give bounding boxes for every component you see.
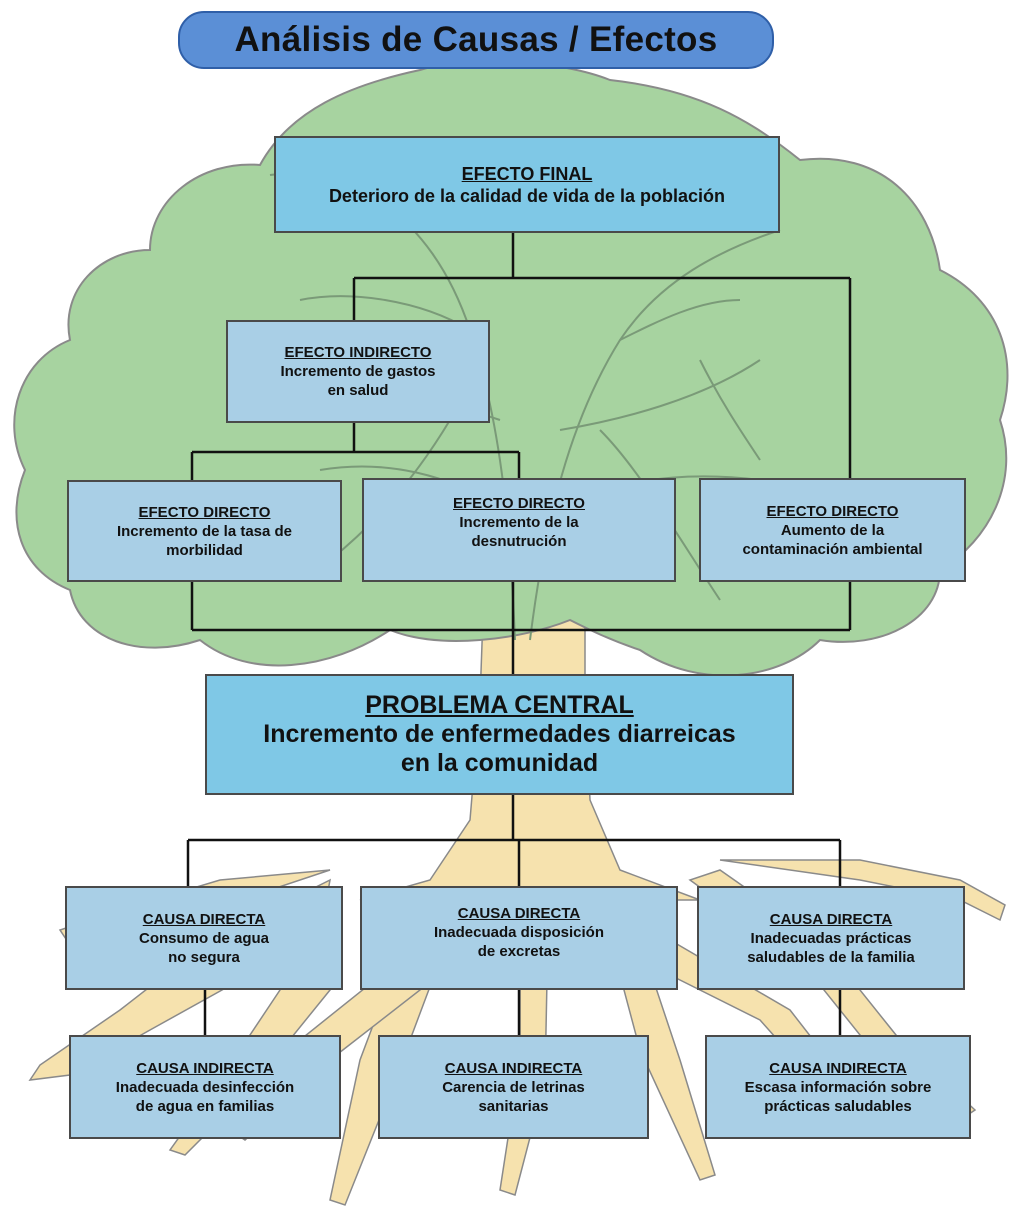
direct-cause-text-2: Inadecuada disposición de excretas <box>433 924 605 960</box>
indirect-cause-heading-1: CAUSA INDIRECTA <box>136 1059 274 1077</box>
indirect-cause-box-1: CAUSA INDIRECTA Inadecuada desinfección … <box>69 1035 341 1139</box>
final-effect-heading: EFECTO FINAL <box>461 163 593 184</box>
direct-effect-box-2: EFECTO DIRECTO Incremento de la desnutru… <box>362 478 676 582</box>
page-title: Análisis de Causas / Efectos <box>234 20 718 59</box>
indirect-cause-box-3: CAUSA INDIRECTA Escasa información sobre… <box>705 1035 971 1139</box>
direct-effect-box-1: EFECTO DIRECTO Incremento de la tasa de … <box>67 480 342 582</box>
indirect-effect-heading: EFECTO INDIRECTO <box>284 344 432 361</box>
indirect-cause-text-3: Escasa información sobre prácticas salud… <box>744 1078 932 1115</box>
direct-effect-heading-2: EFECTO DIRECTO <box>453 495 585 512</box>
direct-effect-heading-3: EFECTO DIRECTO <box>766 502 899 520</box>
direct-cause-box-3: CAUSA DIRECTA Inadecuadas prácticas salu… <box>697 886 965 990</box>
direct-cause-box-2: CAUSA DIRECTA Inadecuada disposición de … <box>360 886 678 990</box>
central-problem-text: Incremento de enfermedades diarreicas en… <box>263 720 736 777</box>
indirect-cause-heading-2: CAUSA INDIRECTA <box>444 1059 583 1077</box>
direct-effect-heading-1: EFECTO DIRECTO <box>138 503 271 521</box>
indirect-effect-box: EFECTO INDIRECTO Incremento de gastos en… <box>226 320 490 423</box>
direct-cause-heading-3: CAUSA DIRECTA <box>769 910 893 928</box>
title-banner: Análisis de Causas / Efectos <box>178 11 774 69</box>
direct-cause-heading-2: CAUSA DIRECTA <box>457 905 581 922</box>
direct-effect-text-3: Aumento de la contaminación ambiental <box>742 521 923 558</box>
indirect-effect-text: Incremento de gastos en salud <box>280 363 436 399</box>
direct-cause-text-1: Consumo de agua no segura <box>138 929 269 966</box>
indirect-cause-box-2: CAUSA INDIRECTA Carencia de letrinas san… <box>378 1035 649 1139</box>
direct-cause-text-3: Inadecuadas prácticas saludables de la f… <box>747 929 915 966</box>
direct-effect-text-1: Incremento de la tasa de morbilidad <box>116 522 293 559</box>
indirect-cause-heading-3: CAUSA INDIRECTA <box>769 1059 907 1077</box>
indirect-cause-text-2: Carencia de letrinas sanitarias <box>442 1078 585 1115</box>
connector-lines <box>186 233 852 1035</box>
final-effect-text: Deterioro de la calidad de vida de la po… <box>328 185 726 206</box>
direct-cause-box-1: CAUSA DIRECTA Consumo de agua no segura <box>65 886 343 990</box>
direct-cause-heading-1: CAUSA DIRECTA <box>142 910 266 928</box>
direct-effect-text-2: Incremento de la desnutrución <box>459 514 579 550</box>
central-problem-box: PROBLEMA CENTRAL Incremento de enfermeda… <box>205 674 794 795</box>
final-effect-box: EFECTO FINAL Deterioro de la calidad de … <box>274 136 780 233</box>
direct-effect-box-3: EFECTO DIRECTO Aumento de la contaminaci… <box>699 478 966 582</box>
indirect-cause-text-1: Inadecuada desinfección de agua en famil… <box>115 1078 295 1115</box>
central-problem-heading: PROBLEMA CENTRAL <box>365 691 634 719</box>
